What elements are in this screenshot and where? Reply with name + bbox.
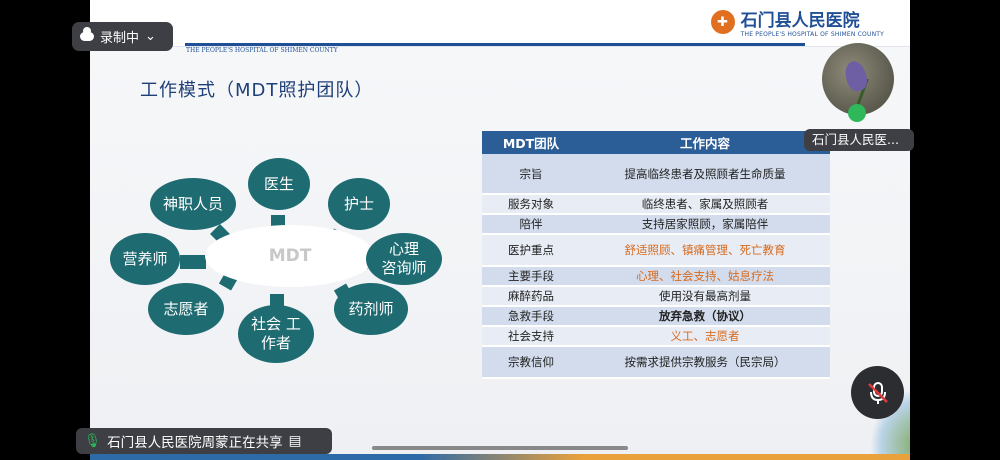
table-row: 服务对象临终患者、家属及照顾者 bbox=[482, 194, 830, 215]
header-english-left: THE PEOPLE'S HOSPITAL OF SHIMEN COUNTY bbox=[186, 47, 338, 54]
table-row: 医护重点舒适照顾、镇痛管理、死亡教育 bbox=[482, 234, 830, 267]
row-label: 主要手段 bbox=[482, 266, 580, 287]
row-content: 心理、社会支持、姑息疗法 bbox=[580, 266, 830, 287]
cloud-icon bbox=[80, 27, 94, 41]
diagram-spoke bbox=[180, 255, 206, 269]
row-label: 宗旨 bbox=[482, 154, 580, 195]
diagram-node-volunteer: 志愿者 bbox=[148, 283, 224, 335]
row-label: 医护重点 bbox=[482, 234, 580, 267]
table-header-content: 工作内容 bbox=[580, 131, 830, 154]
shared-slide: THE PEOPLE'S HOSPITAL OF SHIMEN COUNTY ✚… bbox=[90, 0, 910, 460]
mdt-center: MDT bbox=[205, 225, 375, 287]
row-content: 义工、志愿者 bbox=[580, 326, 830, 347]
table-row: 急救手段放弃急救（协议） bbox=[482, 306, 830, 327]
row-content: 使用没有最高剂量 bbox=[580, 286, 830, 307]
row-content: 按需求提供宗教服务（民宗局） bbox=[580, 346, 830, 379]
recording-indicator[interactable]: 录制中 ⌄ bbox=[72, 22, 173, 51]
header-rule bbox=[185, 43, 805, 46]
mute-button[interactable] bbox=[851, 366, 904, 419]
row-label: 麻醉药品 bbox=[482, 286, 580, 307]
diagram-node-pharmacist: 药剂师 bbox=[334, 283, 408, 335]
table-row: 宗旨提高临终患者及照顾者生命质量 bbox=[482, 154, 830, 195]
slide-bottom-band bbox=[90, 454, 910, 460]
table-row: 主要手段心理、社会支持、姑息疗法 bbox=[482, 266, 830, 287]
speaking-mic-icon bbox=[848, 104, 866, 122]
diagram-node-counselor: 心理咨询师 bbox=[366, 233, 442, 285]
table-row: 麻醉药品使用没有最高剂量 bbox=[482, 286, 830, 307]
mic-icon: 🎙 bbox=[84, 433, 102, 449]
row-label: 服务对象 bbox=[482, 194, 580, 215]
participant-avatar[interactable] bbox=[822, 43, 894, 115]
diagram-node-chaplain: 神职人员 bbox=[150, 178, 236, 230]
row-label: 社会支持 bbox=[482, 326, 580, 347]
diagram-node-nutritionist: 营养师 bbox=[110, 233, 180, 285]
row-label: 陪伴 bbox=[482, 214, 580, 235]
row-content: 放弃急救（协议） bbox=[580, 306, 830, 327]
horizontal-scrollbar[interactable] bbox=[372, 446, 628, 450]
slide-header bbox=[90, 0, 910, 47]
mdt-table: MDT团队 工作内容 宗旨提高临终患者及照顾者生命质量服务对象临终患者、家属及照… bbox=[482, 131, 830, 379]
hospital-name: 石门县人民医院 bbox=[740, 11, 860, 31]
chevron-down-icon: ⌄ bbox=[145, 29, 156, 44]
table-header-team: MDT团队 bbox=[482, 131, 580, 154]
row-content: 支持居家照顾，家属陪伴 bbox=[580, 214, 830, 235]
table-row: 宗教信仰按需求提供宗教服务（民宗局） bbox=[482, 346, 830, 379]
table-row: 陪伴支持居家照顾，家属陪伴 bbox=[482, 214, 830, 235]
diagram-node-nurse: 护士 bbox=[328, 178, 390, 230]
row-label: 宗教信仰 bbox=[482, 346, 580, 379]
table-row: 社会支持义工、志愿者 bbox=[482, 326, 830, 347]
screen-share-bar[interactable]: 🎙 石门县人民医院周蒙正在共享 ▤ bbox=[76, 428, 332, 454]
participant-name: 石门县人民医... bbox=[804, 129, 914, 151]
hospital-seal-icon: ✚ bbox=[710, 10, 735, 34]
slide-title: 工作模式（MDT照护团队） bbox=[140, 80, 374, 101]
hospital-logo: ✚ 石门县人民医院 THE PEOPLE'S HOSPITAL OF SHIME… bbox=[710, 6, 884, 38]
row-content: 舒适照顾、镇痛管理、死亡教育 bbox=[580, 234, 830, 267]
row-content: 临终患者、家属及照顾者 bbox=[580, 194, 830, 215]
diagram-node-doctor: 医生 bbox=[248, 158, 310, 210]
document-icon[interactable]: ▤ bbox=[288, 433, 302, 449]
recording-label: 录制中 bbox=[100, 31, 140, 46]
mic-muted-icon bbox=[867, 381, 888, 404]
hospital-english: THE PEOPLE'S HOSPITAL OF SHIMEN COUNTY bbox=[740, 31, 884, 38]
diagram-node-social-worker: 社会 工作者 bbox=[238, 305, 314, 363]
row-content: 提高临终患者及照顾者生命质量 bbox=[580, 154, 830, 195]
row-label: 急救手段 bbox=[482, 306, 580, 327]
share-status-text: 石门县人民医院周蒙正在共享 bbox=[107, 435, 283, 451]
